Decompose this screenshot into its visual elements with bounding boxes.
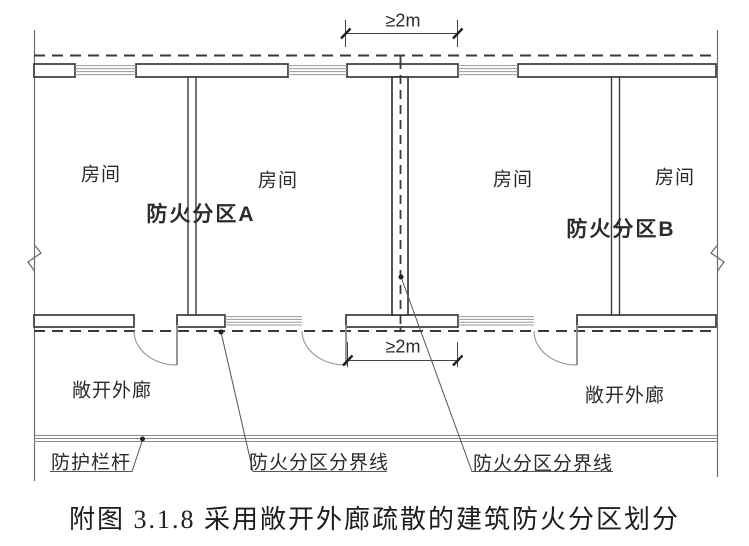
leader-lines xyxy=(50,276,613,472)
dimension-bottom xyxy=(342,342,464,367)
dimension-top xyxy=(340,20,464,47)
room-label-3: 房间 xyxy=(492,169,534,191)
corridor-label-right: 敞开外廊 xyxy=(584,385,666,407)
window-glazing-lines-bottom xyxy=(225,316,534,326)
room-label-1: 房间 xyxy=(80,164,122,186)
zone-a-label: 防火分区A xyxy=(146,203,256,226)
figure-caption: 附图 3.1.8 采用敞开外廊疏散的建筑防火分区划分 xyxy=(68,505,680,534)
room-label-4: 房间 xyxy=(654,167,696,189)
railing-annotation: 防护栏杆 xyxy=(50,452,132,474)
zone-b-label: 防火分区B xyxy=(566,218,676,241)
leader-dots xyxy=(140,274,404,442)
boundary-annotation-left: 防火分区分界线 xyxy=(248,452,390,474)
top-wall-segments xyxy=(33,63,717,78)
break-mark-icon xyxy=(27,244,725,272)
door-swing-arcs xyxy=(133,330,578,366)
bottom-wall-segments xyxy=(33,314,717,328)
boundary-annotation-right: 防火分区分界线 xyxy=(472,453,614,475)
building-edge-lines xyxy=(33,30,719,481)
window-glazing-lines-top xyxy=(75,65,518,76)
dimension-bottom-label: ≥2m xyxy=(385,336,421,357)
dimension-top-label: ≥2m xyxy=(385,10,421,31)
railing-lines xyxy=(34,434,717,443)
door-leaf-lines xyxy=(176,325,578,365)
interior-partition-walls xyxy=(187,77,621,315)
fire-zone-boundary-dashed-lines xyxy=(34,54,717,332)
room-label-2: 房间 xyxy=(257,170,299,192)
corridor-label-left: 敞开外廊 xyxy=(71,380,153,402)
